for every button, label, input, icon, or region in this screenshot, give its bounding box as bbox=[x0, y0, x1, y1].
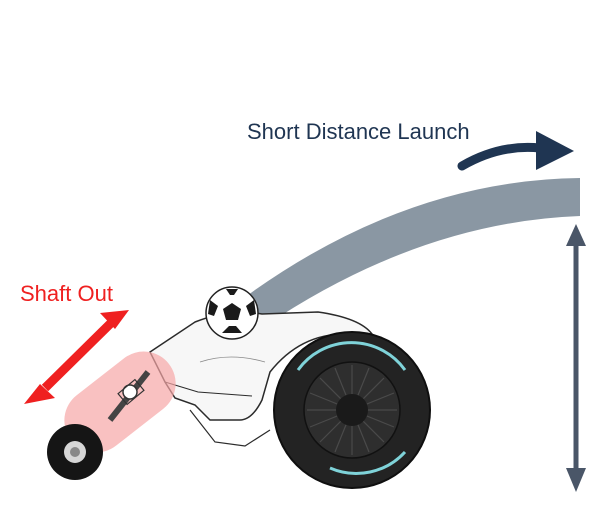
drive-wheel-icon bbox=[273, 331, 431, 489]
shaft-linkage bbox=[107, 370, 151, 422]
launch-direction-arrow bbox=[457, 131, 574, 171]
shaft-label: Shaft Out bbox=[20, 281, 113, 306]
launch-trajectory-band bbox=[233, 178, 580, 326]
soccer-ball-icon bbox=[205, 286, 259, 340]
launch-label: Short Distance Launch bbox=[247, 119, 470, 144]
roller-wheel-icon bbox=[47, 424, 103, 480]
launch-height-arrow bbox=[566, 224, 586, 492]
shaft-direction-arrow bbox=[24, 310, 129, 404]
